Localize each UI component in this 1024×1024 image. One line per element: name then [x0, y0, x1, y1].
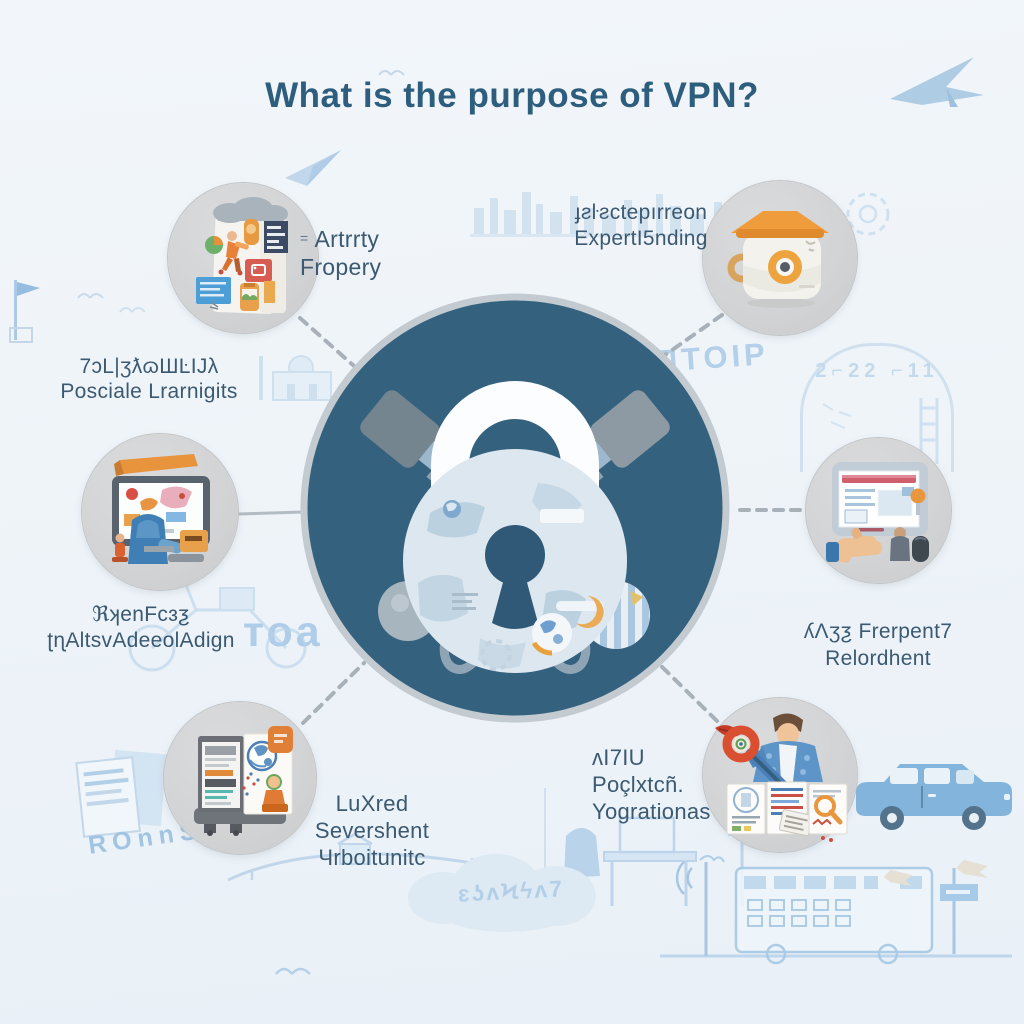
pot-camera-icon: [727, 211, 829, 308]
label-bottom-right: ʌI7IU Poçlxtcñ. Yogrationas: [592, 744, 792, 825]
arch-digits: 2⌐22 ⌐11: [815, 360, 939, 382]
label-line: ʈɳAltsvAdeeolAdign: [47, 629, 235, 652]
label-line: Relordhent: [825, 647, 931, 670]
person-key-documents-icon: [715, 713, 848, 842]
label-right-middle: ʎɅʒƺ Frerpent7 Relordhent: [772, 618, 984, 672]
label-line: ʎɅʒƺ Frerpent7: [803, 620, 953, 643]
label-line: Yogrationas: [592, 799, 711, 824]
label-top-right: ɟƨŀƨctepırreon ExpertI5nding: [552, 200, 730, 252]
label-left-upper: 7ɔL|ʒƛɷШĿIJλ Posciale Lrarnigits: [36, 354, 262, 404]
privacy-collage-icon: [196, 197, 288, 314]
bus-station-sketch: [660, 855, 1012, 965]
label-bottom-left: LuXred Severshent Чrboitunitc: [288, 790, 456, 871]
documents-printer-icon: [194, 726, 293, 836]
cloud-sketch: ɛʖʌϞϟʌ7: [408, 850, 608, 934]
label-left-lower: ℜʞenFcɜƺ ʈɳAltsvAdeeolAdign: [20, 602, 262, 654]
car-icon: [856, 764, 1012, 830]
label-line: Чrboitunitc: [318, 845, 426, 870]
label-line: 7ɔL|ʒƛɷШĿIJλ: [79, 355, 219, 378]
node-bottom-right-circle: [703, 698, 857, 852]
label-line: ɟƨŀƨctepırreon: [574, 201, 708, 224]
bird-bottom-icon: [275, 967, 311, 975]
label-line: LuXred: [335, 791, 409, 816]
page-title: What is the purpose of VPN?: [265, 76, 759, 115]
monitor-collage-icon: [112, 454, 210, 564]
browser-hand-icon: [826, 462, 929, 563]
padlock-globe-icon: [300, 293, 730, 723]
label-line: Artrrty: [314, 226, 380, 252]
label-line: Poçlxtcñ.: [592, 772, 684, 797]
node-right-middle-circle: [806, 438, 951, 583]
node-top-right-circle: [703, 181, 857, 335]
bullet-mark: =: [300, 230, 309, 246]
divider-line: [544, 788, 546, 906]
label-line: Severshent: [314, 818, 430, 843]
label-top-left: = Artrrty Fropery: [300, 224, 381, 281]
node-left-upper-circle: [82, 434, 238, 590]
birds-left-icon: [77, 293, 146, 313]
arch-structure-sketch: 2⌐22 ⌐11: [800, 343, 954, 472]
node-bottom-left-circle: [164, 702, 316, 854]
label-line: Posciale Lrarnigits: [60, 380, 238, 403]
label-line: ℜʞenFcɜƺ: [92, 603, 190, 626]
label-line: Fropery: [300, 254, 382, 280]
label-line: ʌI7IU: [592, 745, 645, 770]
node-top-left-circle: [168, 183, 318, 333]
flag-icon: [9, 280, 40, 343]
vpn-hub: [300, 293, 730, 723]
label-line: ExpertI5nding: [574, 227, 708, 250]
